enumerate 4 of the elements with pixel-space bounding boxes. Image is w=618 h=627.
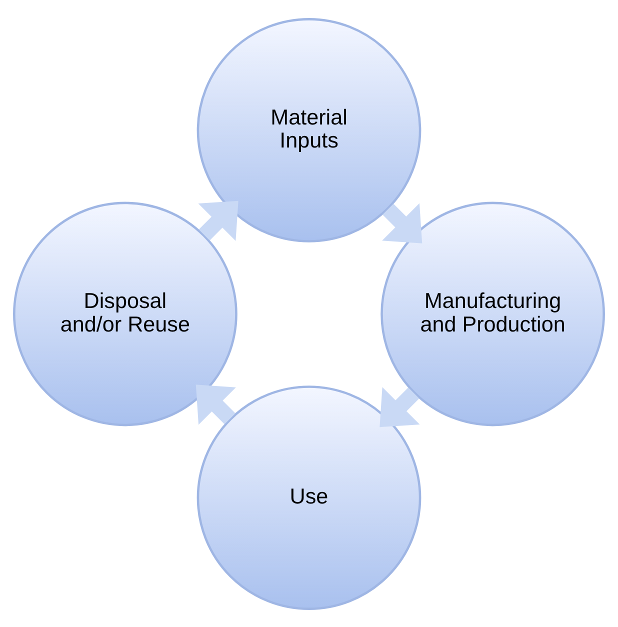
arrow — [198, 200, 238, 240]
arrow — [196, 384, 236, 424]
arrow — [380, 386, 420, 427]
arrow — [382, 202, 422, 243]
